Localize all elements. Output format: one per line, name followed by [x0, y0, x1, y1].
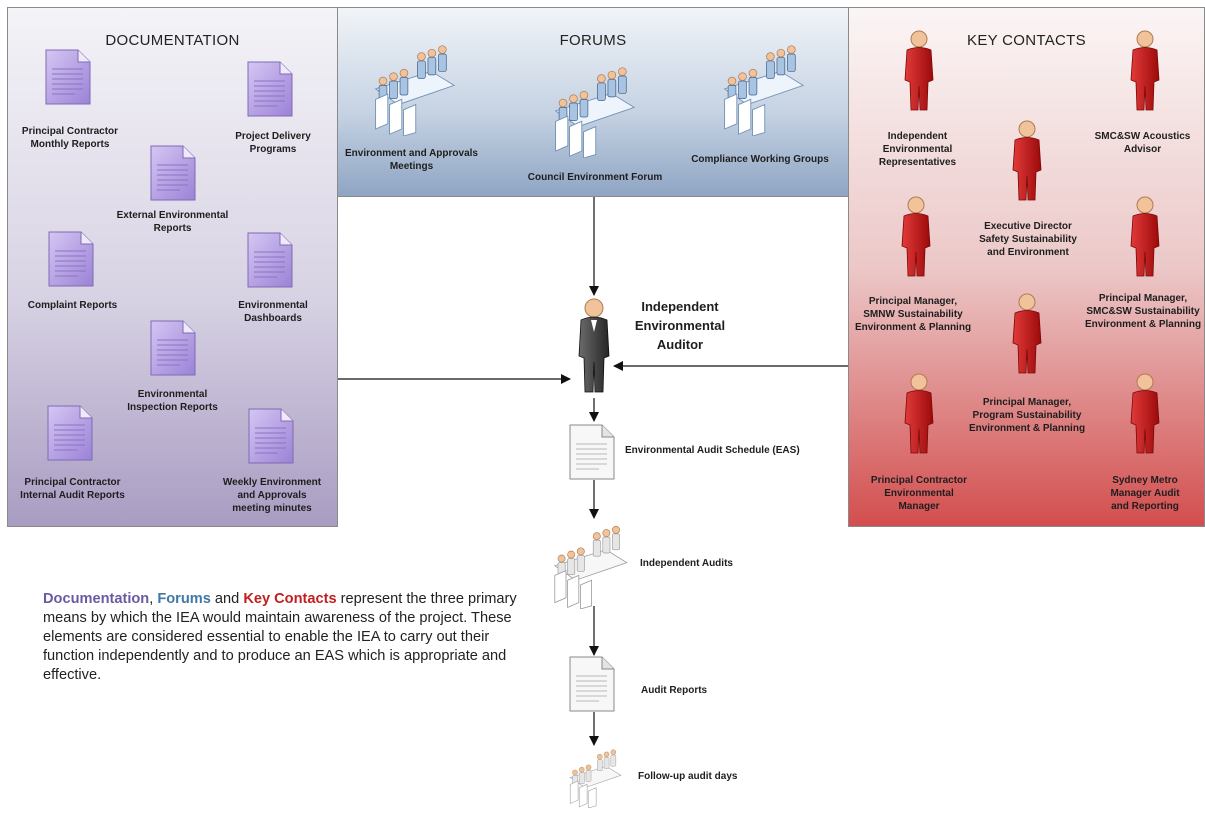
doc-label-weekly-minutes: Weekly Environment and Approvals meeting… [222, 477, 322, 514]
person-icon [899, 30, 939, 112]
schedule-label: Environmental Audit Schedule (EAS) [625, 445, 800, 456]
description-separator: and [210, 591, 244, 607]
documentation-title: DOCUMENTATION [105, 32, 240, 49]
contact-label-acoustics-advisor: SMC&SW Acoustics Advisor [1094, 131, 1191, 155]
forum-label-working-groups: Compliance Working Groups [691, 154, 829, 165]
description-separator: , [149, 591, 158, 607]
report-document-icon [569, 656, 615, 712]
contact-label-contractor-manager: Principal Contractor Environmental Manag… [870, 475, 968, 512]
audits-label: Independent Audits [640, 558, 733, 569]
doc-label-internal-audit-reports: Principal Contractor Internal Audit Repo… [20, 477, 125, 501]
contact-label-smcsw-manager: Principal Manager, SMC&SW Sustainability… [1084, 293, 1202, 330]
forums-title: FORUMS [559, 32, 627, 49]
auditor-person-icon [574, 298, 614, 394]
document-icon [47, 405, 93, 461]
doc-label-external-reports: External Environmental Reports [116, 210, 229, 234]
document-icon [48, 231, 94, 287]
audit-reports-label: Audit Reports [641, 685, 708, 696]
meeting-icon [718, 40, 808, 136]
person-icon [896, 196, 936, 278]
description-paragraph: Documentation, Forums and Key Contacts r… [43, 590, 518, 685]
document-icon [248, 408, 294, 464]
document-icon [45, 49, 91, 105]
keyword-key-contacts: Key Contacts [243, 591, 337, 607]
contact-label-program-manager: Principal Manager, Program Sustainabilit… [968, 397, 1086, 434]
person-icon [1125, 30, 1165, 112]
person-icon [899, 373, 939, 455]
meeting-icon [369, 40, 459, 136]
keyword-forums: Forums [157, 591, 211, 607]
contact-label-executive-director: Executive Director Safety Sustainability… [979, 221, 1077, 258]
meeting-icon [549, 62, 639, 158]
person-icon [1007, 120, 1047, 202]
contact-label-representatives: Independent Environmental Representative… [878, 131, 957, 168]
document-icon [150, 320, 196, 376]
schedule-document-icon [569, 424, 615, 480]
followup-meeting-icon [560, 746, 630, 808]
doc-label-monthly-reports: Principal Contractor Monthly Reports [21, 126, 119, 150]
doc-label-delivery-programs: Project Delivery Programs [235, 131, 311, 155]
contact-label-audit-reporting-manager: Sydney Metro Manager Audit and Reporting [1110, 475, 1180, 512]
document-icon [150, 145, 196, 201]
audit-meeting-icon [545, 521, 635, 609]
person-icon [1007, 293, 1047, 375]
forum-label-environment-meetings: Environment and Approvals Meetings [345, 148, 478, 172]
key-contacts-title: KEY CONTACTS [967, 32, 1086, 49]
auditor-title: Independent Environmental Auditor [634, 299, 726, 352]
doc-label-dashboards: Environmental Dashboards [238, 300, 308, 324]
document-icon [247, 61, 293, 117]
forums-panel: FORUMS [337, 7, 849, 197]
person-icon [1125, 196, 1165, 278]
person-icon [1125, 373, 1165, 455]
doc-label-inspection-reports: Environmental Inspection Reports [127, 389, 218, 413]
followup-label: Follow-up audit days [638, 771, 738, 782]
description-body: represent the three primary means by whi… [43, 591, 517, 683]
contact-label-smnw-manager: Principal Manager, SMNW Sustainability E… [854, 296, 972, 333]
forum-label-council-forum: Council Environment Forum [527, 172, 663, 183]
keyword-documentation: Documentation [43, 591, 150, 607]
doc-label-complaint-reports: Complaint Reports [27, 300, 118, 311]
document-icon [247, 232, 293, 288]
